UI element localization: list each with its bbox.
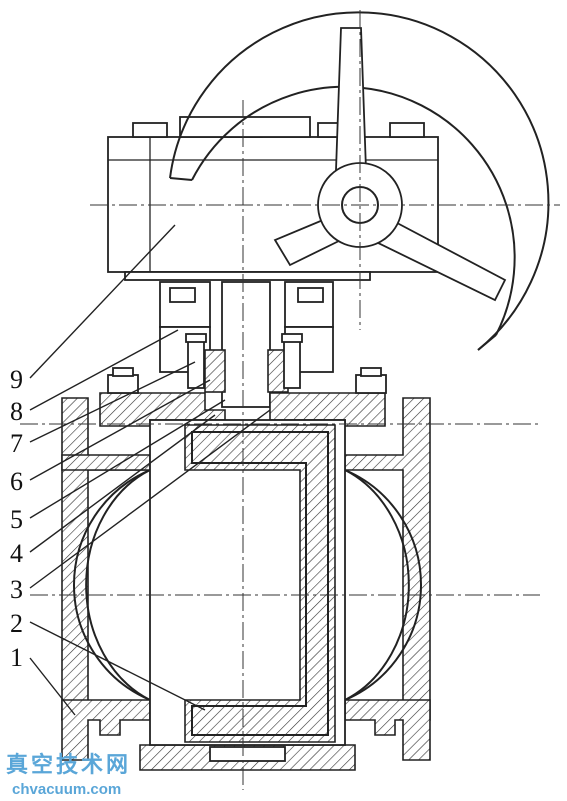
part-label-7: 7 (10, 429, 23, 458)
part-label-6: 6 (10, 467, 23, 496)
part-label-1: 1 (10, 643, 23, 672)
watermark-name: 真空技术网 (6, 752, 131, 778)
watermark-url: chvacuum.com (12, 781, 121, 798)
part-label-9: 9 (10, 365, 23, 394)
cover (99, 367, 387, 427)
stem (221, 281, 271, 408)
leader-lines (29, 224, 271, 716)
part-label-2: 2 (10, 609, 23, 638)
center-lines (20, 10, 560, 790)
watermark: 真空技术网 chvacuum.com (6, 752, 131, 798)
valve-body (61, 397, 431, 771)
part-label-3: 3 (10, 575, 23, 604)
plug (149, 419, 346, 746)
part-labels: 9 8 7 6 5 4 3 2 1 (10, 365, 23, 672)
part-label-4: 4 (10, 539, 23, 568)
part-label-5: 5 (10, 505, 23, 534)
part-label-8: 8 (10, 397, 23, 426)
